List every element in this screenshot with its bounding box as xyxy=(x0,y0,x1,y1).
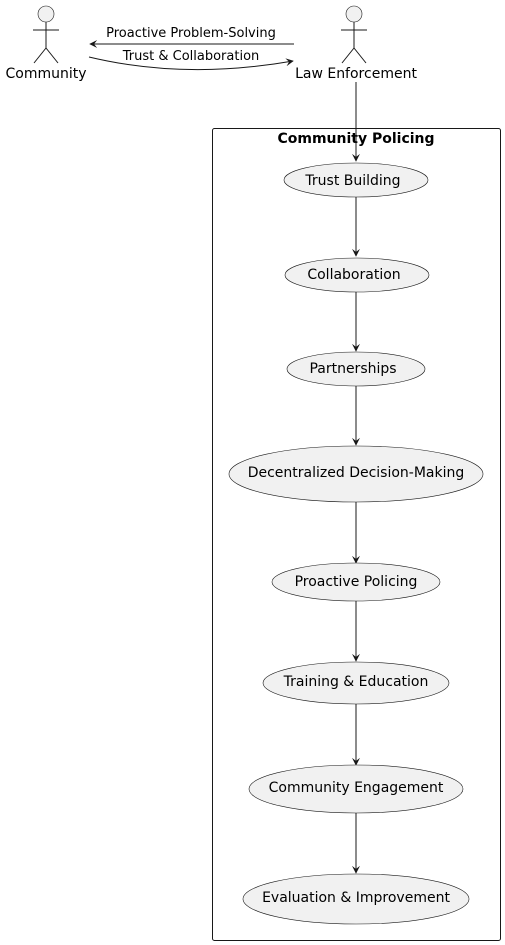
message-arrow xyxy=(88,56,294,71)
usecase-partnerships: Partnerships xyxy=(286,351,426,387)
actor-law-enforcement: Law Enforcement xyxy=(295,5,417,82)
actor-law-enforcement-label: Law Enforcement xyxy=(295,66,417,82)
usecase-label: Partnerships xyxy=(309,361,396,377)
actor-community-label: Community xyxy=(5,66,86,82)
usecase-training-education: Training & Education xyxy=(262,661,450,705)
usecase-label: Trust Building xyxy=(304,173,400,189)
stick-figure-icon xyxy=(33,5,59,64)
message-label: Proactive Problem-Solving xyxy=(106,26,276,41)
message-label: Trust & Collaboration xyxy=(122,49,260,64)
stick-figure-icon xyxy=(341,5,367,64)
usecase-collaboration: Collaboration xyxy=(284,257,430,293)
usecase-label: Training & Education xyxy=(283,674,429,690)
message-to-law-enforcement: Trust & Collaboration xyxy=(88,49,294,71)
actor-community: Community xyxy=(5,5,87,82)
usecase-proactive-policing: Proactive Policing xyxy=(271,562,441,602)
usecase-evaluation-improvement: Evaluation & Improvement xyxy=(242,873,470,925)
usecase-label: Collaboration xyxy=(307,267,400,283)
usecase-label: Decentralized Decision-Making xyxy=(248,465,465,481)
usecase-trust-building: Trust Building xyxy=(283,162,429,198)
usecase-decentralized-decision-making: Decentralized Decision-Making xyxy=(228,445,484,503)
usecase-label: Proactive Policing xyxy=(295,574,418,590)
usecase-label: Community Engagement xyxy=(269,780,444,796)
message-to-community: Proactive Problem-Solving xyxy=(89,26,294,48)
usecase-label: Evaluation & Improvement xyxy=(262,890,450,906)
usecase-community-engagement: Community Engagement xyxy=(248,764,464,814)
